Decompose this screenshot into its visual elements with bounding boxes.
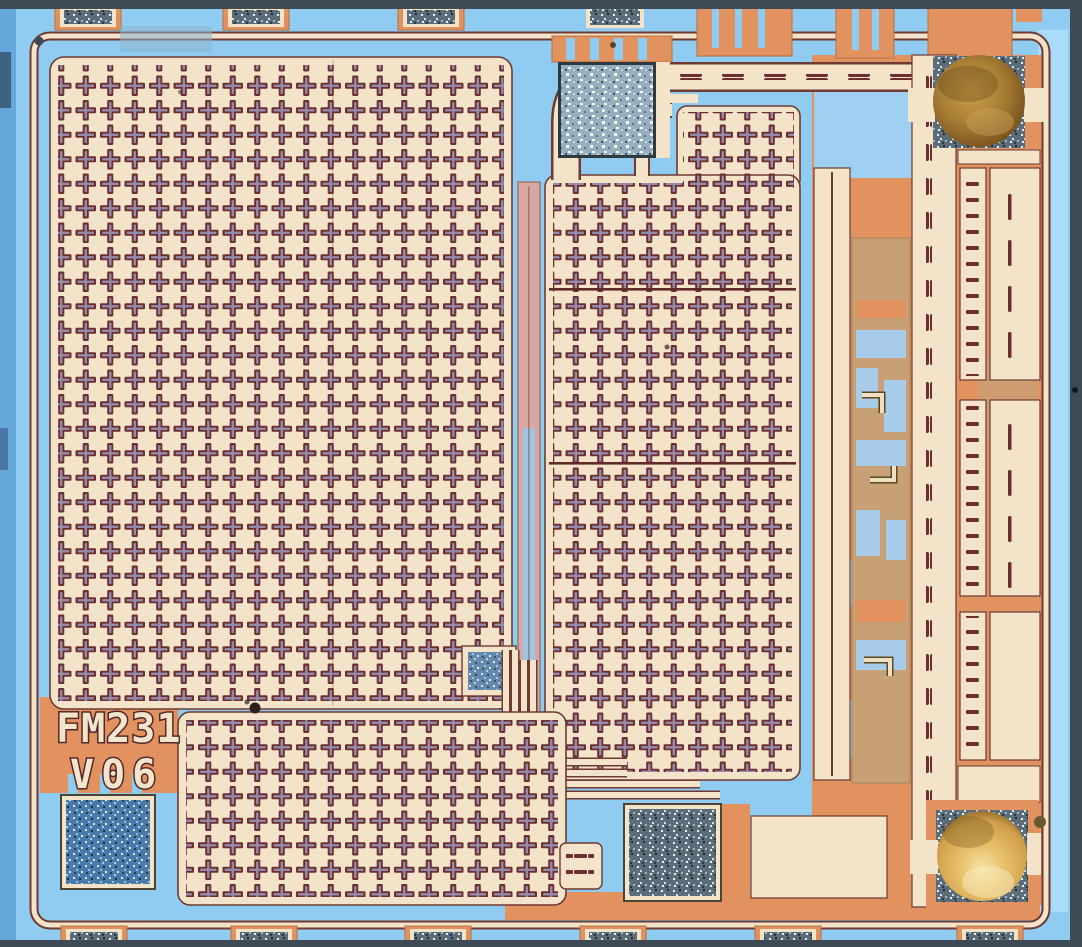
seal-ring [29, 31, 1051, 930]
die-marking-line1: FM231 [56, 706, 181, 752]
right-ladder-blocks [957, 149, 1041, 803]
top-edge-pads [54, 3, 644, 52]
surface-defects [178, 42, 1078, 714]
gate-bus-line [549, 288, 796, 291]
die-right-edge [1070, 0, 1082, 947]
top-right-bond [908, 55, 1044, 148]
top-gray-patch [120, 26, 212, 52]
gate-bus-line [549, 462, 796, 465]
left-edge-chip-notch [0, 52, 11, 108]
right-slotted-bus [911, 54, 957, 908]
bottom-center-probe-pad [623, 803, 888, 902]
gold-ball [933, 55, 1025, 147]
marking-orange-region [40, 697, 178, 793]
analog-logic-strip [851, 237, 911, 784]
right-vertical-bus-pair [813, 167, 851, 781]
top-right-orange-stubs [696, 0, 1042, 59]
die-marking: FM231 V06 [55, 705, 182, 800]
die-bottom-edge [0, 940, 1082, 947]
plain-bond-pad [750, 815, 888, 899]
left-transistor-array [49, 56, 517, 710]
seal-ring-corner-dot [34, 36, 44, 46]
top-center-probe-pad [551, 35, 698, 158]
debris-speck [1034, 816, 1046, 828]
bottom-transistor-array [177, 711, 603, 906]
bottom-right-bond [910, 800, 1046, 910]
left-edge-smudge [0, 428, 8, 470]
center-transistor-array [544, 105, 801, 781]
gate-riser-channel [517, 181, 541, 769]
array-column-boundary [332, 60, 334, 706]
die-top-edge [0, 0, 1082, 9]
bottom-left-probe-pad [60, 794, 156, 890]
die-left-edge [0, 0, 16, 947]
die-marking-line2: V06 [70, 752, 163, 798]
